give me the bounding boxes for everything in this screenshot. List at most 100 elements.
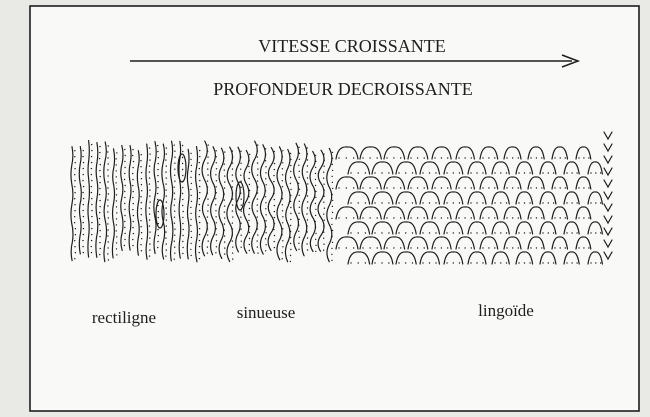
ripple-stipple-dot: [464, 247, 465, 248]
ripple-stipple-dot: [215, 198, 216, 199]
ripple-stipple-dot: [417, 217, 418, 218]
ripple-stipple-dot: [132, 209, 133, 210]
ripple-stipple-dot: [249, 232, 250, 233]
ripple-stipple-dot: [365, 262, 366, 263]
ripple-stipple-dot: [374, 232, 375, 233]
ripple-stipple-dot: [331, 260, 332, 261]
ripple-stipple-dot: [494, 217, 495, 218]
ripple-stipple-dot: [553, 202, 554, 203]
ripple-stipple-dot: [207, 168, 208, 169]
ripple-stipple-dot: [182, 199, 183, 200]
ripple-stipple-dot: [506, 247, 507, 248]
ripple-stipple-dot: [166, 243, 167, 244]
ripple-stipple-dot: [158, 217, 159, 218]
ripple-stipple-dot: [232, 222, 233, 223]
ripple-stipple-dot: [541, 157, 542, 158]
ripple-stipple-dot: [500, 232, 501, 233]
ripple-stipple-dot: [512, 157, 513, 158]
ripple-stipple-dot: [482, 232, 483, 233]
ripple-stipple-dot: [417, 157, 418, 158]
ripple-stipple-dot: [232, 216, 233, 217]
ripple-stipple-dot: [518, 157, 519, 158]
ripple-stipple-dot: [215, 216, 216, 217]
ripple-stipple-dot: [560, 187, 561, 188]
ripple-stipple-dot: [124, 179, 125, 180]
ripple-stipple-dot: [388, 202, 389, 203]
ripple-stipple-dot: [248, 220, 249, 221]
ripple-stipple-dot: [350, 232, 351, 233]
ripple-stipple-dot: [388, 172, 389, 173]
ripple-stipple-dot: [400, 187, 401, 188]
ripple-stipple-dot: [398, 232, 399, 233]
ripple-stipple-dot: [358, 202, 359, 203]
ripple-stipple-dot: [446, 262, 447, 263]
ripple-stipple-dot: [600, 232, 601, 233]
ripple-stipple-dot: [240, 175, 241, 176]
ripple-stipple-dot: [182, 163, 183, 164]
ripple-stipple-dot: [165, 207, 166, 208]
ripple-stipple-dot: [107, 253, 108, 254]
ripple-stipple-dot: [282, 192, 283, 193]
ripple-stipple-dot: [91, 252, 92, 253]
ripple-stipple-dot: [132, 245, 133, 246]
ripple-stipple-dot: [346, 217, 347, 218]
ripple-stipple-dot: [441, 247, 442, 248]
ripple-stipple-dot: [565, 157, 566, 158]
ripple-stipple-dot: [595, 262, 596, 263]
ripple-stipple-dot: [191, 165, 192, 166]
ripple-stipple-dot: [248, 214, 249, 215]
ripple-stipple-dot: [299, 189, 300, 190]
ripple-stipple-dot: [488, 157, 489, 158]
ripple-stipple-dot: [83, 198, 84, 199]
ripple-stipple-dot: [124, 215, 125, 216]
ripple-stipple-dot: [74, 186, 75, 187]
ripple-stipple-dot: [332, 158, 333, 159]
ripple-stipple-dot: [299, 171, 300, 172]
ripple-stipple-dot: [265, 160, 266, 161]
ripple-stipple-dot: [91, 240, 92, 241]
ripple-stipple-dot: [174, 175, 175, 176]
ripple-stipple-dot: [232, 180, 233, 181]
ripple-stipple-dot: [216, 222, 217, 223]
ripple-stipple-dot: [447, 217, 448, 218]
ripple-stipple-dot: [530, 157, 531, 158]
ripple-stipple-dot: [353, 157, 354, 158]
ripple-stipple-dot: [116, 254, 117, 255]
ripple-stipple-dot: [199, 252, 200, 253]
ripple-stipple-dot: [257, 252, 258, 253]
ripple-stipple-dot: [141, 190, 142, 191]
ripple-stipple-dot: [140, 166, 141, 167]
ripple-stipple-dot: [132, 149, 133, 150]
ripple-stipple-dot: [307, 207, 308, 208]
ripple-stipple-dot: [140, 220, 141, 221]
ripple-stipple-dot: [91, 168, 92, 169]
ripple-stipple-dot: [381, 172, 382, 173]
ripple-stipple-dot: [282, 186, 283, 187]
ripple-stipple-dot: [74, 168, 75, 169]
ripple-stipple-dot: [74, 258, 75, 259]
ripple-stipple-dot: [400, 157, 401, 158]
ripple-stipple-dot: [307, 153, 308, 154]
ripple-stipple-dot: [524, 202, 525, 203]
ripple-stipple-dot: [290, 207, 291, 208]
ripple-stipple-dot: [374, 262, 375, 263]
ripple-stipple-dot: [307, 183, 308, 184]
ripple-stipple-dot: [166, 147, 167, 148]
ripple-stipple-dot: [434, 157, 435, 158]
ripple-stipple-dot: [248, 196, 249, 197]
ripple-stipple-dot: [240, 151, 241, 152]
ripple-stipple-dot: [265, 220, 266, 221]
ripple-stipple-dot: [91, 222, 92, 223]
ripple-stipple-dot: [74, 210, 75, 211]
ripple-stipple-dot: [124, 191, 125, 192]
ripple-stipple-dot: [571, 262, 572, 263]
ripple-stipple-dot: [350, 172, 351, 173]
ripple-stipple-dot: [241, 205, 242, 206]
ripple-stipple-dot: [116, 200, 117, 201]
ripple-stipple-dot: [83, 162, 84, 163]
ripple-stipple-dot: [249, 250, 250, 251]
ripple-stipple-dot: [207, 210, 208, 211]
ripple-stipple-dot: [542, 202, 543, 203]
ripple-stipple-dot: [199, 168, 200, 169]
ripple-stipple-dot: [446, 172, 447, 173]
